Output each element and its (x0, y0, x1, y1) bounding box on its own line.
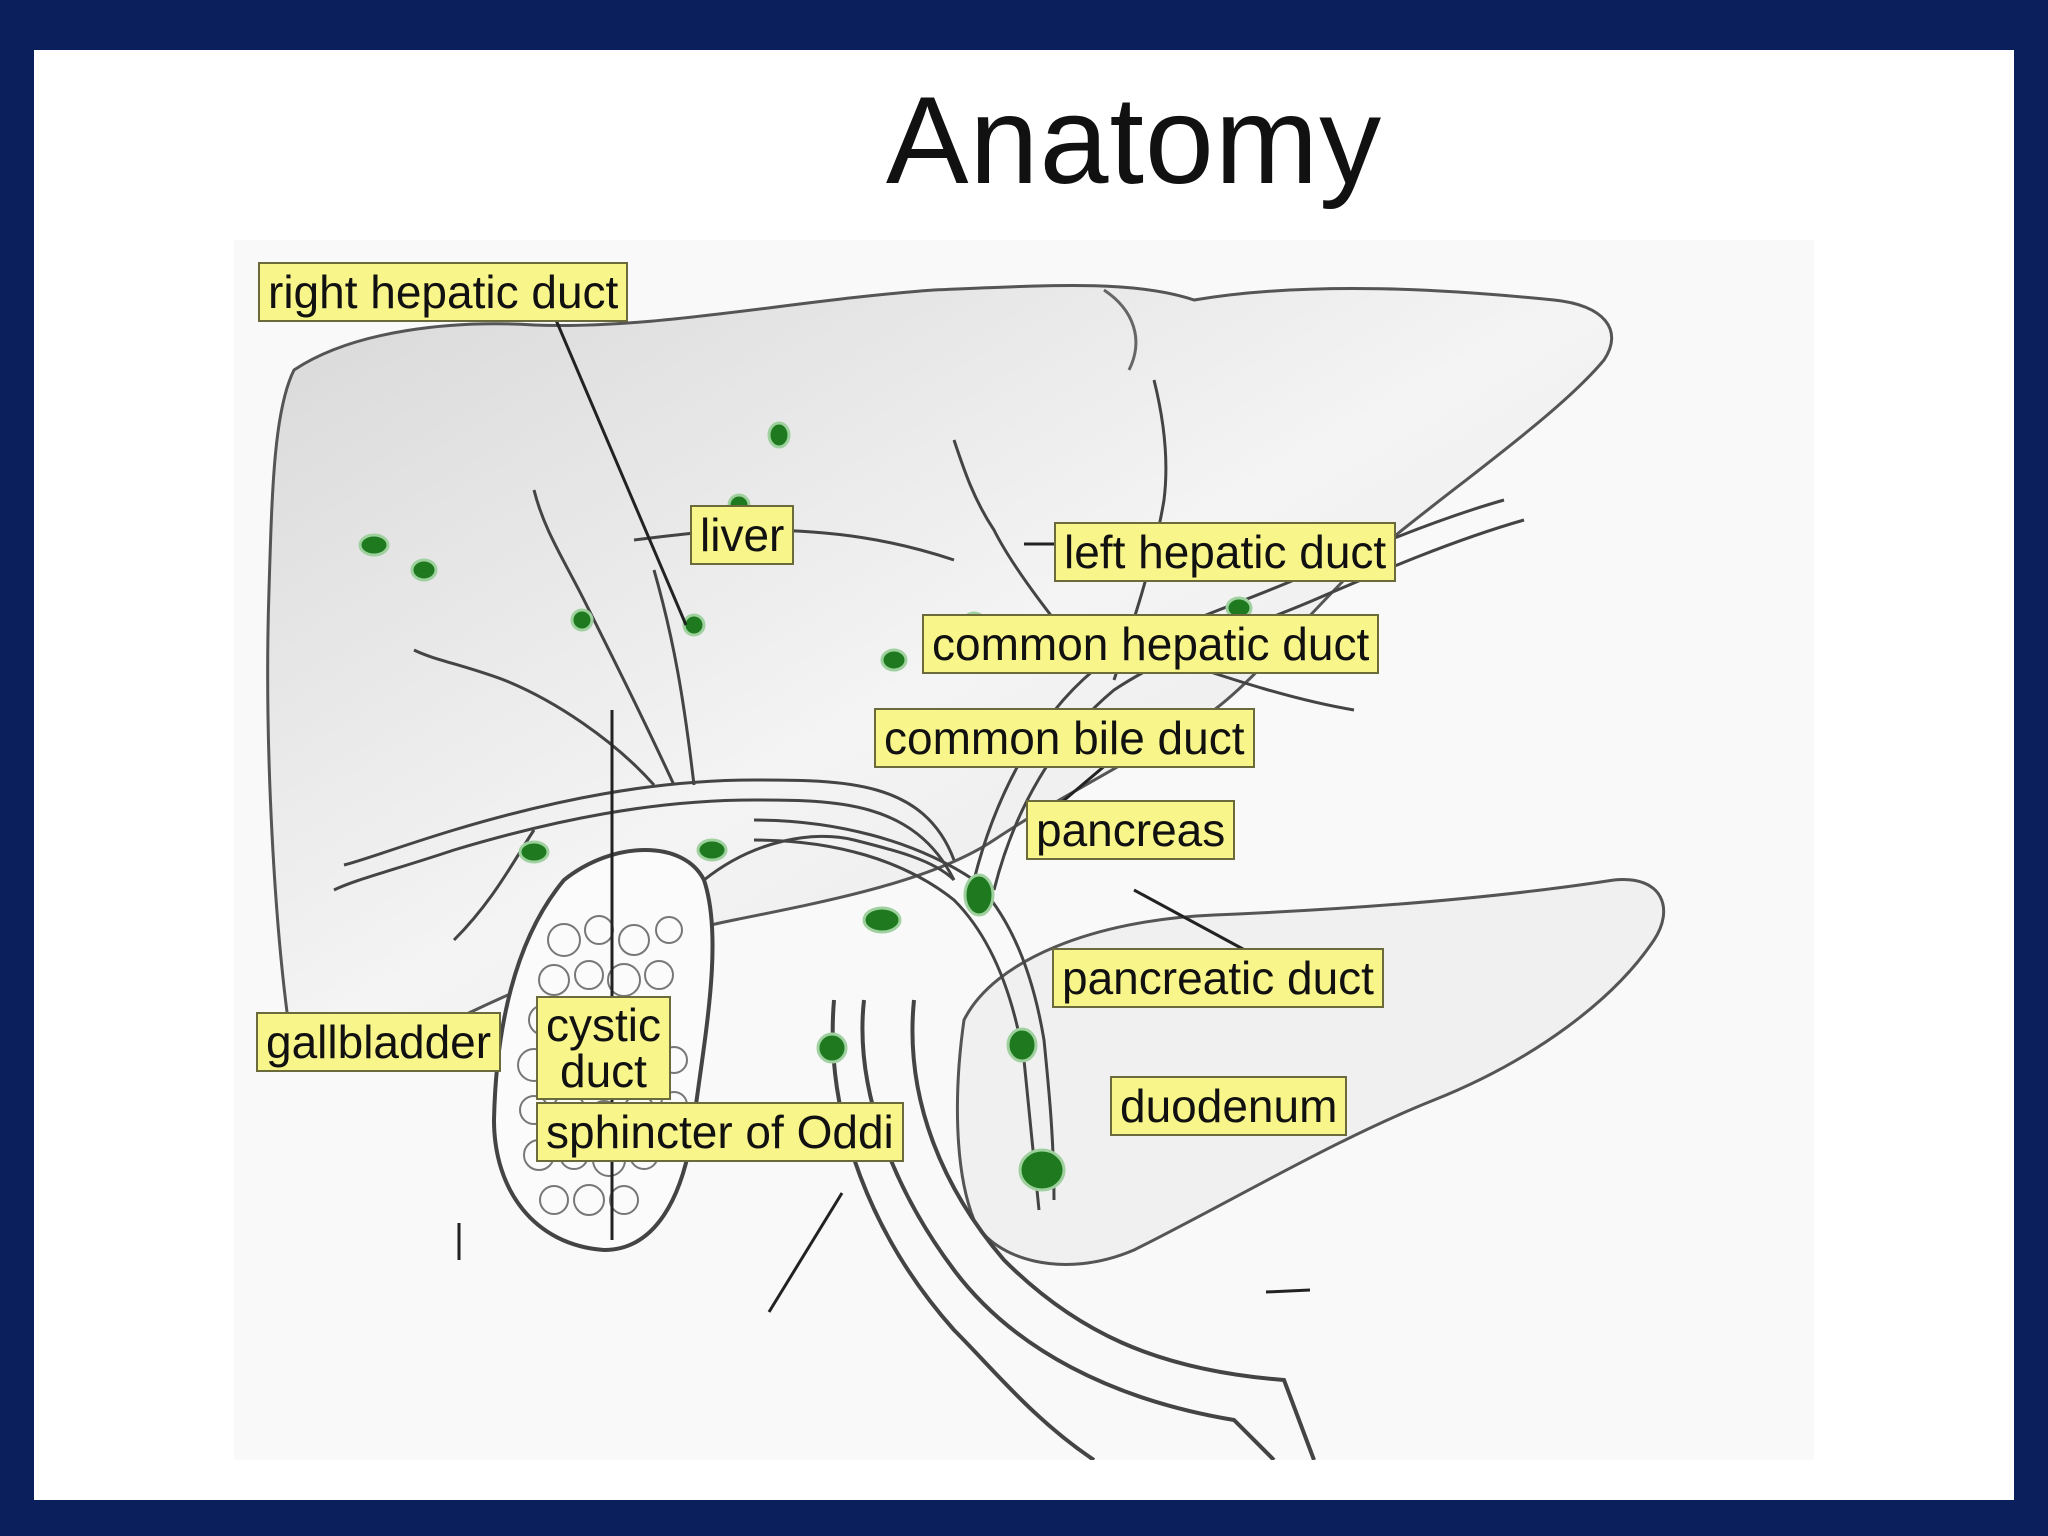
label-duodenum: duodenum (1110, 1076, 1348, 1136)
label-pancreas: pancreas (1026, 800, 1236, 860)
label-common-hepatic-duct: common hepatic duct (922, 614, 1380, 674)
label-pancreatic-duct: pancreatic duct (1052, 948, 1384, 1008)
liver-lobe-fold (1103, 288, 1138, 371)
label-cystic-duct-line-2: duct (560, 1045, 647, 1097)
label-sphincter-of-oddi: sphincter of Oddi (536, 1102, 904, 1162)
anatomy-illustration (234, 240, 1814, 1460)
label-left-hepatic-duct: left hepatic duct (1054, 522, 1397, 582)
anatomy-diagram: right hepatic duct liver left hepatic du… (234, 240, 1814, 1460)
slide: Anatomy (34, 50, 2014, 1500)
duodenum-outer (830, 999, 1096, 1460)
label-common-bile-duct: common bile duct (874, 708, 1255, 768)
duct-stones (358, 421, 1253, 1192)
label-right-hepatic-duct: right hepatic duct (258, 262, 629, 322)
label-cystic-duct-line-1: cystic (546, 999, 661, 1051)
label-cystic-duct: cystic duct (536, 996, 671, 1100)
label-liver: liver (690, 505, 795, 565)
duodenum-shape (860, 999, 1316, 1460)
label-gallbladder: gallbladder (256, 1012, 502, 1072)
slide-title: Anatomy (885, 72, 1383, 210)
